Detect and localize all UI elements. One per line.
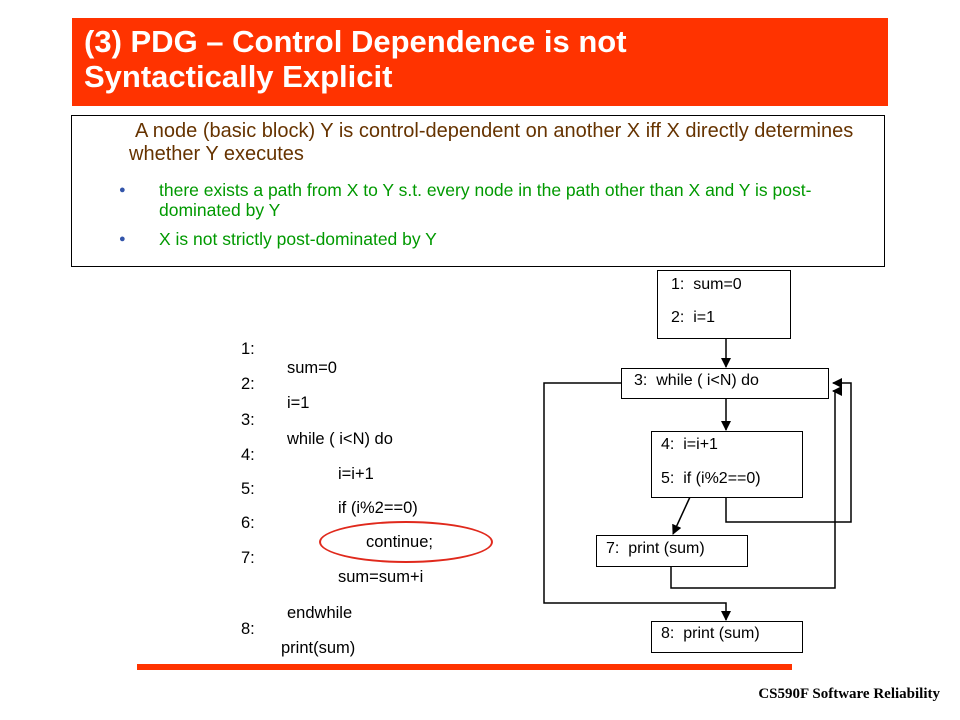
title-line-2: Syntactically Explicit — [84, 59, 393, 94]
edge-4-to-7 — [672, 496, 691, 535]
edge-3-to-8 — [543, 382, 731, 621]
cfg-block-3: 3: while ( i<N) do — [621, 368, 829, 399]
code-line: 2: i=1 — [0, 356, 309, 432]
cfg-block-line: 3: while ( i<N) do — [634, 372, 759, 389]
highlight-oval — [319, 521, 493, 563]
code-text: while ( i<N) do — [287, 430, 393, 448]
code-line: endwhile — [0, 566, 352, 642]
bullet-dot-icon: ● — [119, 233, 126, 245]
cfg-block-line: 2: i=1 — [671, 309, 716, 326]
line-number: 7: — [241, 549, 255, 567]
definition-text: A node (basic block) Y is control-depend… — [129, 120, 854, 165]
bottom-rule — [137, 664, 792, 670]
title-line-1: (3) PDG – Control Dependence is not — [84, 24, 627, 59]
code-text: print(sum) — [281, 639, 356, 657]
cfg-block-4: 4: i=i+1 5: if (i%2==0) — [651, 431, 803, 498]
code-text: if (i%2==0) — [338, 499, 418, 517]
cfg-block-line: 7: print (sum) — [606, 540, 705, 557]
line-number: 1: — [241, 340, 255, 358]
cfg-block-7: 7: print (sum) — [596, 535, 748, 567]
edge-7-back-to-3 — [670, 386, 842, 589]
code-line: 7: sum=sum+i — [0, 530, 423, 606]
line-number: 4: — [241, 446, 255, 464]
code-text: endwhile — [287, 604, 353, 622]
bullet-text: there exists a path from X to Y s.t. eve… — [159, 180, 812, 220]
code-line: 5: if (i%2==0) — [0, 461, 418, 537]
cfg-block-8: 8: print (sum) — [651, 621, 803, 653]
bullet-dot-icon: ● — [119, 184, 126, 196]
cfg-block-line: 5: if (i%2==0) — [661, 470, 761, 487]
definition-box: A node (basic block) Y is control-depend… — [71, 115, 885, 267]
cfg-block-line: 4: i=i+1 — [661, 436, 718, 453]
line-number: 5: — [241, 480, 255, 498]
code-text: i=i+1 — [338, 465, 374, 483]
line-number: 8: — [241, 620, 255, 638]
slide-title: (3) PDG – Control Dependence is not Synt… — [84, 24, 874, 94]
code-text: sum=0 — [287, 359, 337, 377]
code-text: sum=sum+i — [338, 568, 424, 586]
cfg-block-line: 1: sum=0 — [671, 276, 742, 293]
footer-course-name: CS590F Software Reliability — [758, 686, 940, 702]
code-line: 1: sum=0 — [0, 321, 337, 397]
title-bar: (3) PDG – Control Dependence is not Synt… — [72, 18, 888, 106]
line-number: 2: — [241, 375, 255, 393]
code-line: 4: i=i+1 — [0, 427, 374, 503]
code-line: 3: while ( i<N) do — [0, 392, 393, 468]
line-number: 6: — [241, 514, 255, 532]
cfg-block-line: 8: print (sum) — [661, 625, 760, 642]
bullet-text: X is not strictly post-dominated by Y — [159, 229, 437, 249]
line-number: 3: — [241, 411, 255, 429]
edge-4-back-to-3 — [725, 378, 852, 523]
code-line: 8: print(sum) — [0, 601, 355, 677]
cfg-block-1: 1: sum=0 2: i=1 — [657, 270, 791, 339]
code-text: i=1 — [287, 394, 310, 412]
